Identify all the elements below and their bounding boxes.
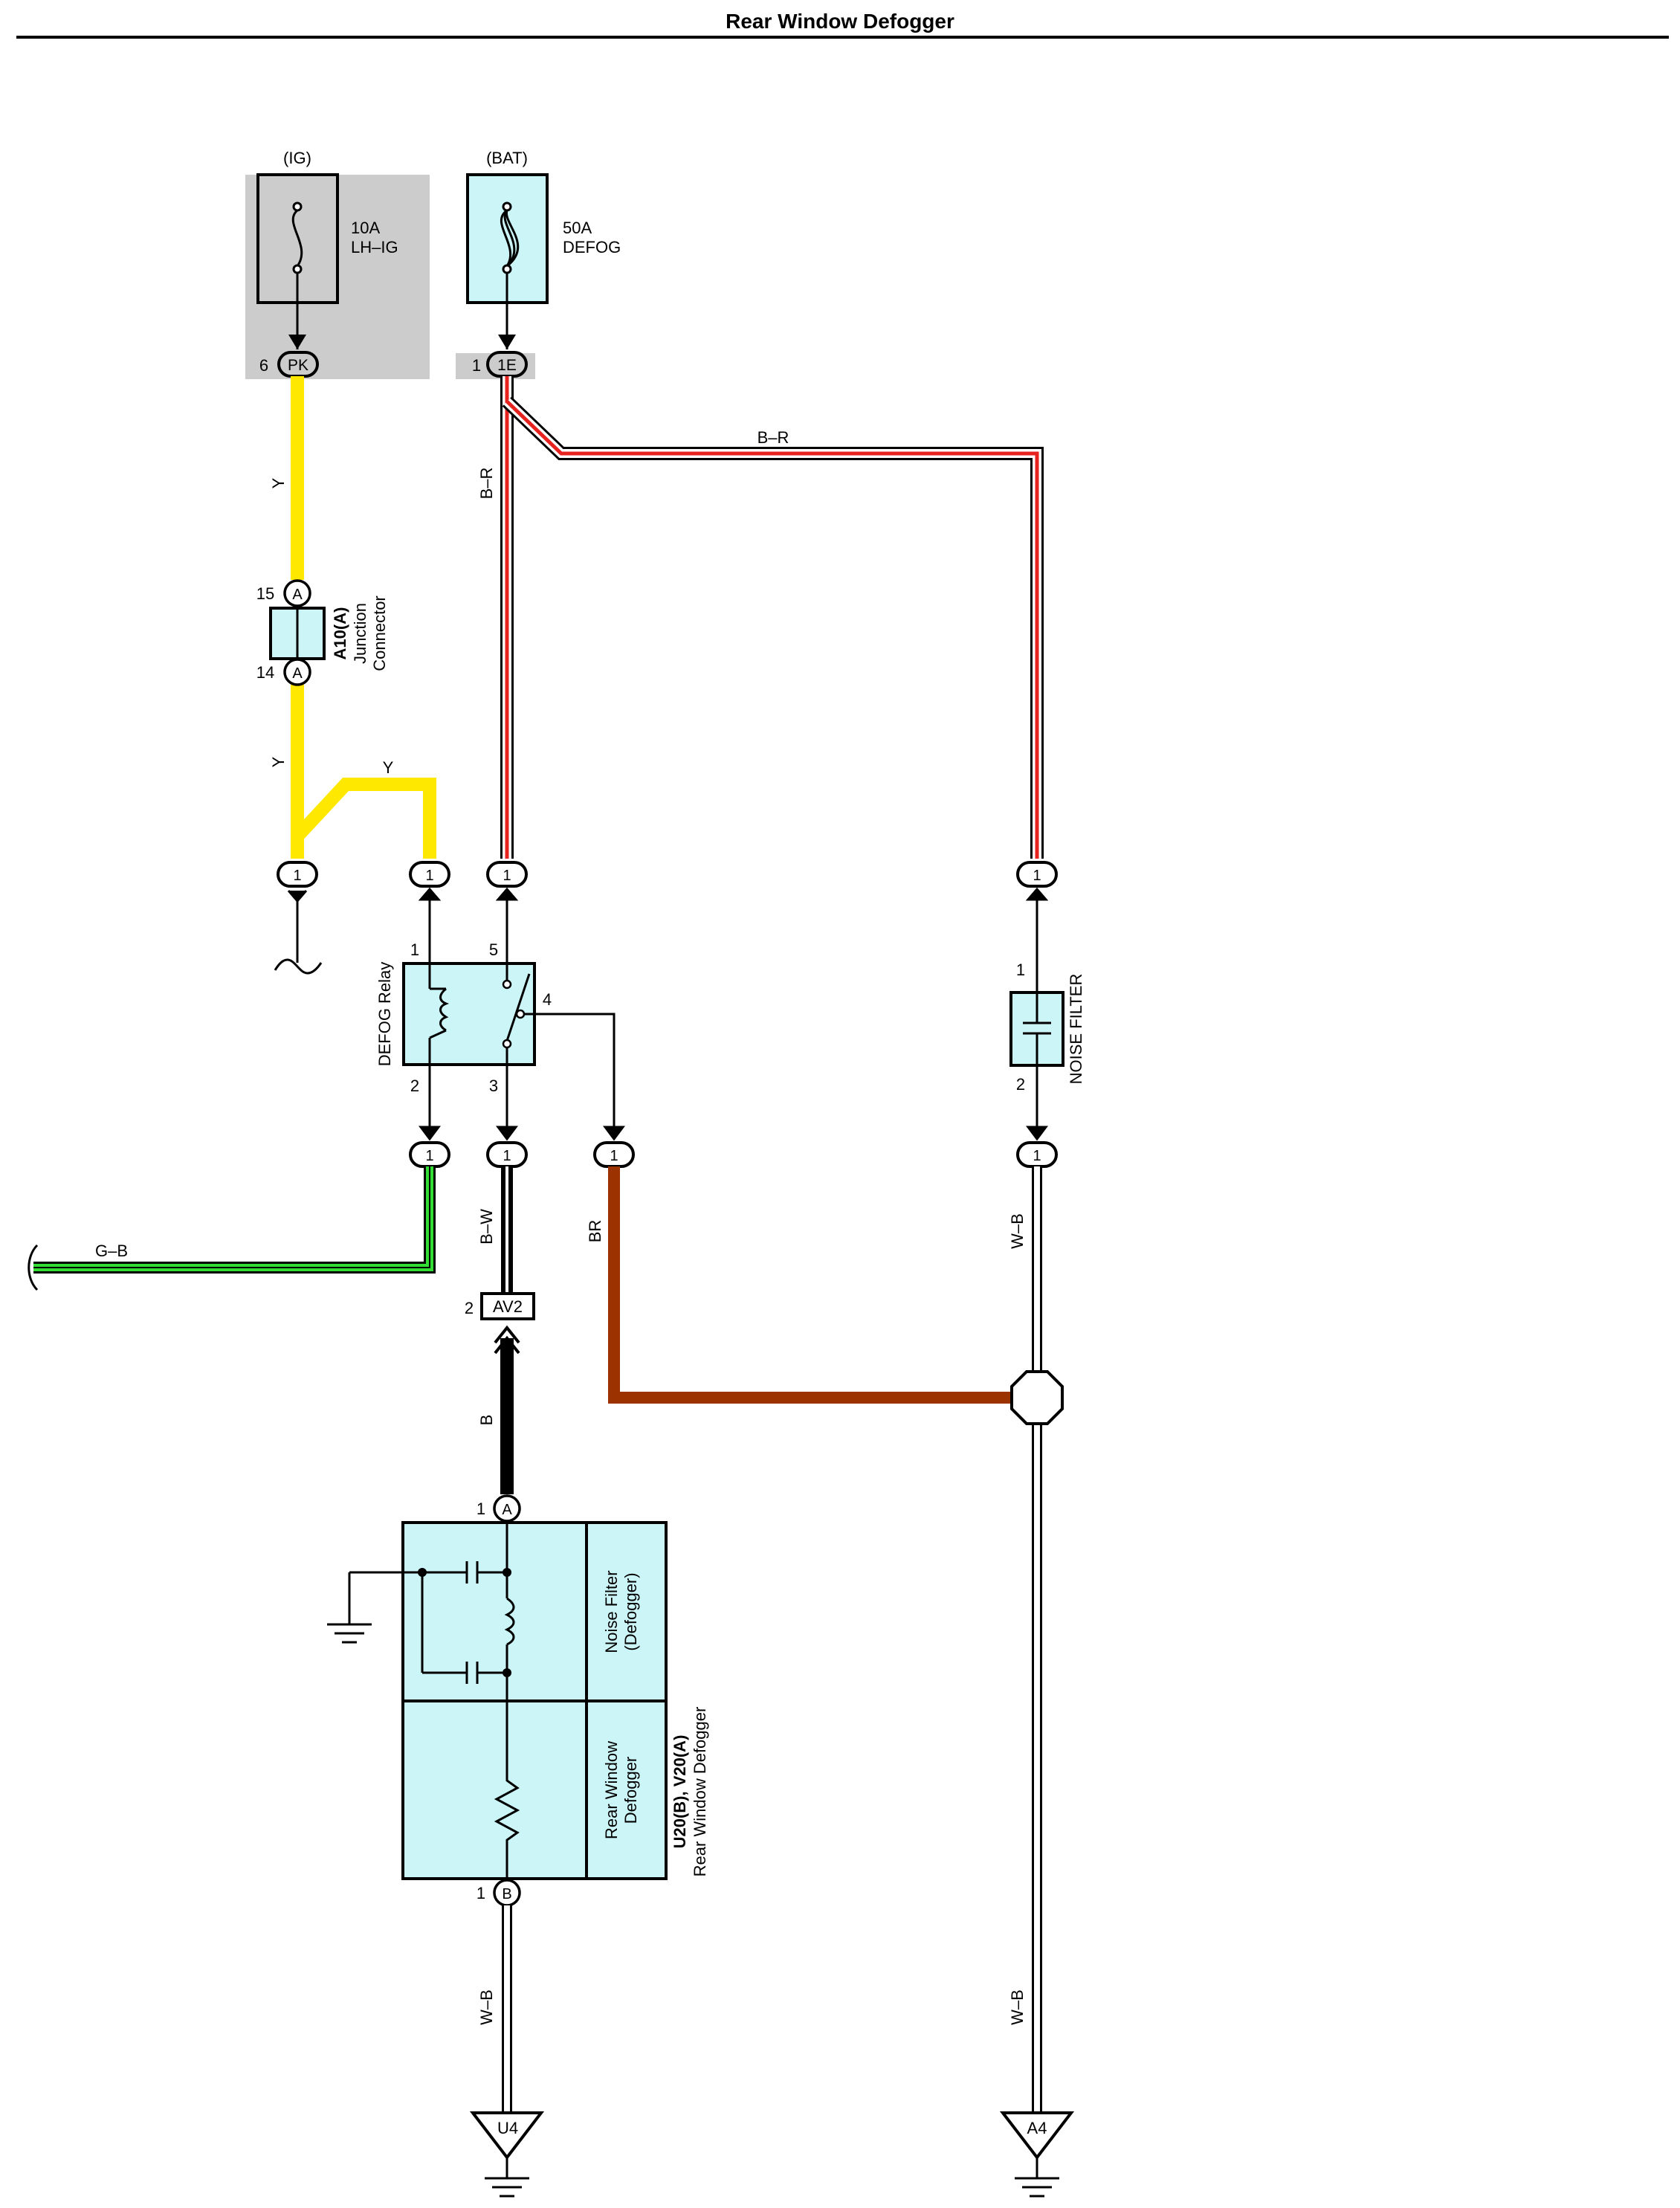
wire-wb-label-2: W–B	[1008, 1989, 1027, 2025]
av2-pin: 2	[465, 1299, 474, 1317]
relay-feed-wires	[418, 887, 1049, 992]
connector-mid-1: 1	[409, 1141, 450, 1168]
connector-top-3: 1	[486, 861, 528, 888]
svg-text:1E: 1E	[497, 357, 517, 374]
wire-y-label-1: Y	[269, 477, 288, 488]
svg-text:A: A	[502, 1502, 512, 1518]
svg-text:1: 1	[425, 868, 433, 884]
junction-connector: A A 15 14	[256, 579, 326, 686]
svg-text:AV2: AV2	[493, 1297, 523, 1316]
relay-pin-4: 4	[543, 990, 552, 1009]
ig-fuse-rating: 10A	[351, 219, 380, 237]
connector-mid-4: 1	[1016, 1141, 1058, 1168]
bat-fuse-icon	[500, 201, 520, 274]
noise-filter-name: NOISE FILTER	[1067, 974, 1085, 1085]
svg-text:1: 1	[293, 868, 301, 884]
noise-filter-pin-1: 1	[1016, 961, 1025, 979]
bat-fuse-name: DEFOG	[563, 238, 621, 256]
junction-name-2: Connector	[370, 595, 389, 671]
connector-row-mid: 1 1 1 1	[409, 1141, 1058, 1168]
svg-text:PK: PK	[288, 357, 308, 374]
ig-label: (IG)	[283, 149, 311, 167]
noise-filter-pin-2: 2	[1016, 1075, 1025, 1094]
defogger-assembly: A 1	[327, 1494, 668, 1907]
wire-wb-label-1: W–B	[1008, 1213, 1027, 1249]
svg-text:B: B	[502, 1886, 511, 1902]
defogger-name: Rear Window Defogger	[691, 1707, 709, 1877]
ground-a4: A4	[999, 2111, 1075, 2198]
svg-text:1: 1	[503, 1148, 511, 1164]
wire-b-label: B	[477, 1415, 496, 1426]
svg-text:A4: A4	[1027, 2119, 1047, 2137]
defogger-pin-b: 1	[476, 1884, 485, 1902]
svg-text:1: 1	[1033, 1148, 1041, 1164]
defogger-section-top-1: Noise Filter	[602, 1570, 621, 1653]
wire-br-label: BR	[586, 1220, 604, 1243]
left-open-end	[274, 890, 323, 975]
wire-gb-label: G–B	[95, 1242, 128, 1260]
junction-pin-in: 15	[256, 584, 274, 603]
svg-text:U4: U4	[497, 2119, 518, 2137]
svg-text:1: 1	[503, 868, 511, 884]
junction-pin-out: 14	[256, 663, 274, 682]
av2-connector: AV2 2	[465, 1292, 535, 1355]
relay-pin-3: 3	[489, 1076, 498, 1095]
connector-mid-3: 1	[593, 1141, 635, 1168]
connector-top-1: 1	[277, 861, 318, 888]
pk-pin: 6	[259, 356, 268, 375]
svg-text:A: A	[292, 665, 303, 682]
wire-wb-label-3: W–B	[477, 1989, 496, 2025]
defog-relay	[402, 962, 536, 1066]
defogger-id: U20(B), V20(A)	[671, 1735, 689, 1849]
svg-text:1: 1	[610, 1148, 618, 1164]
defogger-section-top-2: (Defogger)	[621, 1572, 640, 1650]
1e-pin: 1	[472, 356, 481, 375]
wire-br	[608, 1166, 1018, 1404]
defogger-pin-a: 1	[476, 1500, 485, 1518]
1e-connector: 1E 1	[472, 335, 528, 378]
wire-y	[291, 376, 436, 859]
bat-label: (BAT)	[486, 149, 528, 167]
svg-text:A: A	[292, 587, 303, 603]
page-title: Rear Window Defogger	[726, 10, 954, 33]
pk-connector: PK 6	[259, 335, 319, 378]
splice-point	[1010, 1370, 1064, 1425]
ig-fuse-name: LH–IG	[351, 238, 398, 256]
noise-filter	[1009, 991, 1064, 1067]
defogger-section-bottom-1: Rear Window	[602, 1741, 621, 1839]
relay-output-wires	[419, 1013, 625, 1141]
defogger-section-bottom-2: Defogger	[621, 1757, 640, 1824]
ground-u4: U4	[469, 2111, 545, 2198]
wire-bw-label: B–W	[477, 1209, 496, 1245]
relay-pin-5: 5	[489, 940, 498, 959]
connector-top-2: 1	[409, 861, 450, 888]
wire-b-r	[500, 376, 1044, 859]
relay-name: DEFOG Relay	[375, 962, 394, 1067]
wire-g-b	[28, 1166, 436, 1291]
svg-text:1: 1	[1033, 868, 1041, 884]
junction-name-1: Junction	[351, 603, 369, 664]
connector-top-4: 1	[1016, 861, 1058, 888]
wire-br-r-label-1: B–R	[477, 468, 496, 500]
wire-y-label-2: Y	[269, 756, 288, 767]
bat-fuse-rating: 50A	[563, 219, 592, 237]
connector-mid-2: 1	[486, 1141, 528, 1168]
relay-pin-2: 2	[410, 1076, 419, 1095]
connector-row-top: 1 1 1 1	[277, 861, 1058, 888]
wire-br-r-label-2: B–R	[757, 428, 789, 447]
junction-id: A10(A)	[331, 607, 349, 660]
relay-pin-1: 1	[410, 940, 419, 959]
wire-y-label-3: Y	[383, 758, 394, 777]
svg-text:1: 1	[425, 1148, 433, 1164]
